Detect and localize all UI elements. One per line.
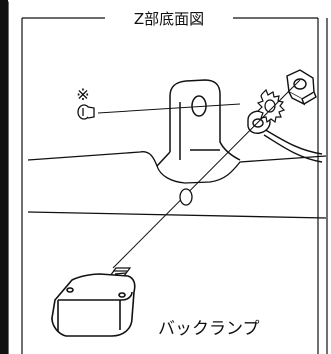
lamp-stud-icon: [108, 267, 132, 277]
lamp-label: バックランプ: [158, 319, 260, 339]
assembly-axis-line: [112, 79, 301, 269]
hex-nut-icon: [286, 69, 317, 106]
mounting-bracket: [156, 79, 241, 167]
screw-leader: [97, 103, 241, 114]
screw-icon: [77, 104, 95, 120]
wire-harness: [261, 127, 323, 163]
lock-washer-icon: [256, 88, 286, 124]
figure-title: Z部底面図: [134, 10, 204, 28]
back-lamp-icon: [51, 273, 136, 337]
body-panel: [27, 151, 327, 219]
panel-hole: [179, 188, 193, 206]
note-mark: ※: [76, 85, 89, 104]
